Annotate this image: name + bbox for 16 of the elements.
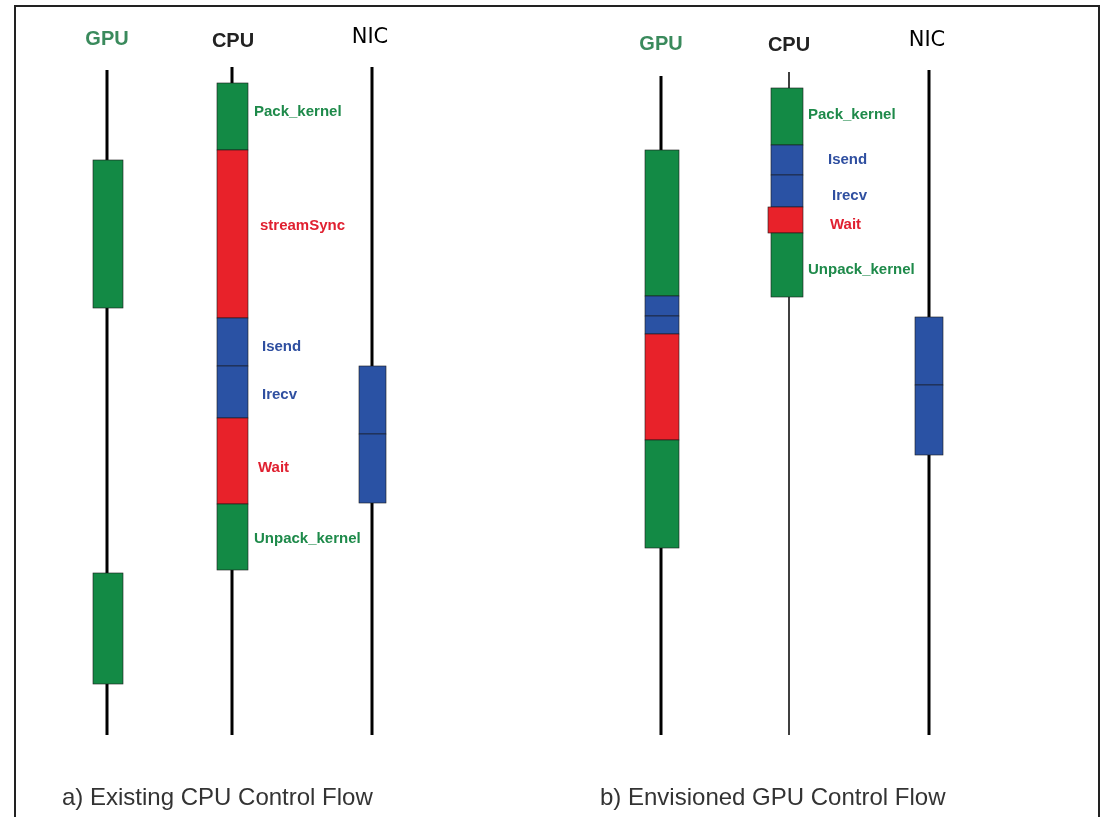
bar-label: Wait [258,458,290,474]
bar-label: Unpack_kernel [254,529,361,545]
column-heading: CPU [211,28,255,53]
column-heading: NIC [351,23,389,51]
bar-label: Isend [262,337,302,353]
column-heading: NIC [908,26,946,54]
bar-label: Isend [828,150,868,166]
column-heading: GPU [639,31,683,56]
column-heading: GPU [85,26,129,51]
bar-label: Pack_kernel [808,105,896,121]
panel-caption: b) Envisioned GPU Control Flow [600,782,946,812]
bar-label: Pack_kernel [254,102,342,118]
bar-label: Wait [830,215,862,231]
bar-label: Unpack_kernel [808,260,915,276]
panel-caption: a) Existing CPU Control Flow [62,782,373,812]
column-heading: CPU [767,32,811,57]
